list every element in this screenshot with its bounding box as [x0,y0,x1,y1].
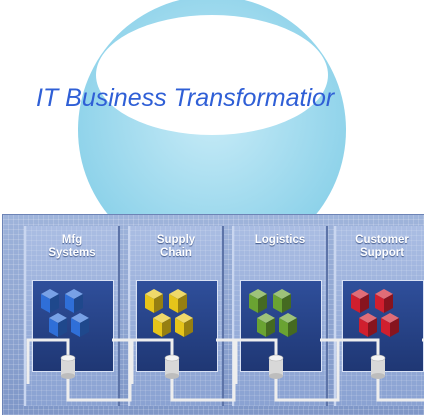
server-cube-icon [359,313,377,337]
server-cube-icon [153,313,171,337]
server-cube-icon [169,289,187,313]
connector-pipe [130,338,236,402]
server-cube-icon [65,289,83,313]
connector-pipe [336,338,424,402]
diagram-title: IT Business Transformatior [36,84,335,112]
connector-pipe [26,338,132,402]
server-cube-icon [175,313,193,337]
server-cube-icon [273,289,291,313]
server-cube-icon [351,289,369,313]
server-cube-icon [49,313,67,337]
column-label: Logistics [254,234,306,246]
bubble-highlight [96,15,328,135]
database-cylinder-icon [60,354,76,379]
server-cube-icon [71,313,89,337]
server-cube-icon [41,289,59,313]
server-cube-icon [249,289,267,313]
database-cylinder-icon [268,354,284,379]
server-cube-icon [375,289,393,313]
connector-pipe [234,338,340,402]
server-cube-icon [279,313,297,337]
database-cylinder-icon [370,354,386,379]
server-cube-icon [381,313,399,337]
server-cube-icon [257,313,275,337]
server-cube-icon [145,289,163,313]
database-cylinder-icon [164,354,180,379]
